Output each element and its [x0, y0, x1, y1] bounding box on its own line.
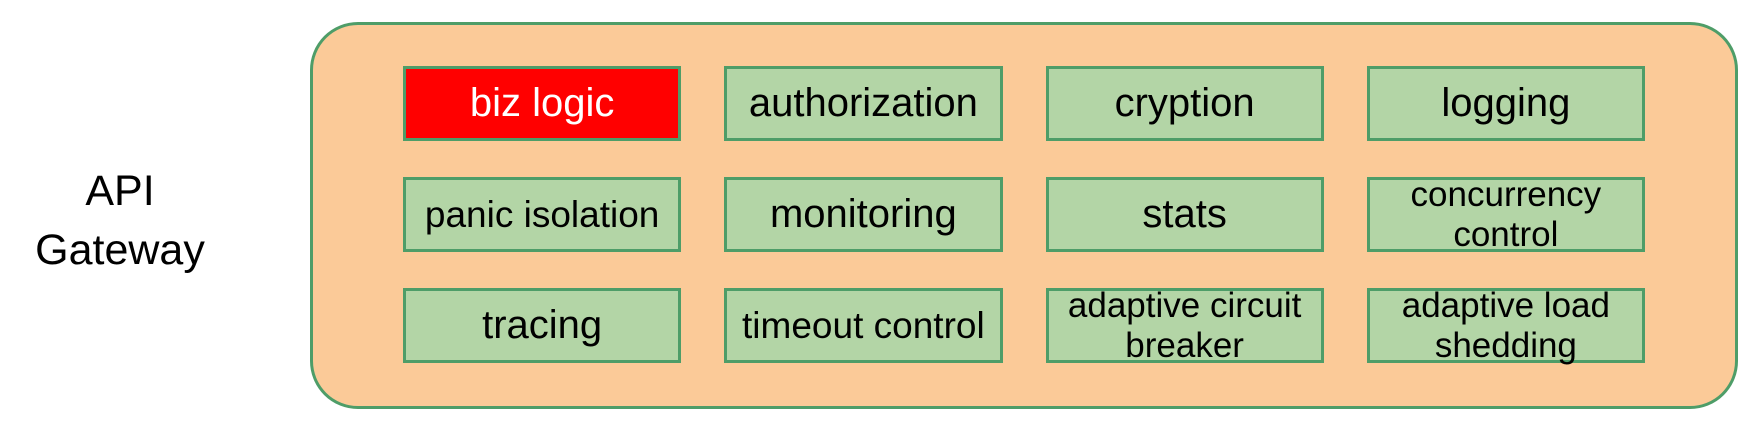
- box-label: adaptive circuit breaker: [1067, 286, 1302, 365]
- box-label: biz logic: [469, 81, 615, 126]
- box-label: logging: [1441, 81, 1571, 126]
- box-label: concurrency control: [1410, 175, 1602, 254]
- api-gateway-container: biz logic authorization cryption logging…: [310, 22, 1738, 409]
- gateway-box-logging: logging: [1366, 66, 1645, 141]
- box-label: cryption: [1114, 81, 1255, 126]
- box-label: tracing: [482, 303, 603, 348]
- gateway-box-adaptive-circuit-breaker: adaptive circuit breaker: [1045, 286, 1324, 365]
- box-label: timeout control: [742, 304, 985, 346]
- gateway-box-timeout-control: timeout control: [724, 288, 1003, 363]
- box-label: panic isolation: [424, 193, 660, 235]
- gateway-box-biz-logic: biz logic: [403, 66, 682, 141]
- gateway-box-concurrency-control: concurrency control: [1366, 175, 1645, 254]
- api-gateway-label: API Gateway: [35, 167, 205, 274]
- box-label: authorization: [748, 81, 978, 126]
- box-label: monitoring: [769, 192, 957, 237]
- gateway-box-cryption: cryption: [1045, 66, 1324, 141]
- gateway-box-panic-isolation: panic isolation: [403, 177, 682, 252]
- gateway-box-monitoring: monitoring: [724, 177, 1003, 252]
- gateway-box-adaptive-load-shedding: adaptive load shedding: [1366, 286, 1645, 365]
- gateway-box-tracing: tracing: [403, 288, 682, 363]
- box-label: stats: [1142, 192, 1227, 237]
- gateway-box-stats: stats: [1045, 177, 1324, 252]
- gateway-box-authorization: authorization: [724, 66, 1003, 141]
- box-label: adaptive load shedding: [1401, 286, 1610, 365]
